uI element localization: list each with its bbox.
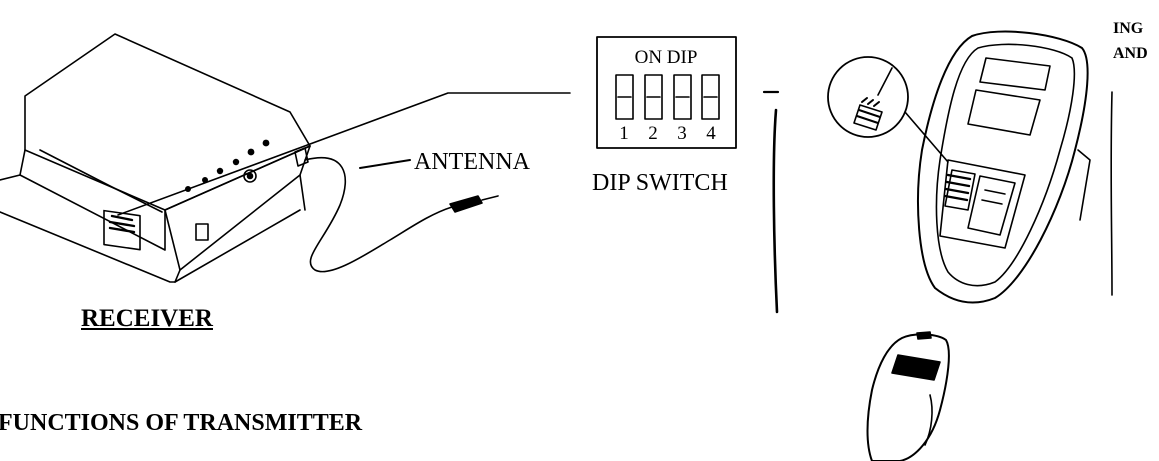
dip-position-4: 4 [706, 123, 716, 144]
antenna-label: ANTENNA [414, 149, 530, 175]
transmitter-closed-illustration [866, 331, 950, 461]
receiver-illustration [0, 33, 571, 283]
dip-header: ON DIP [635, 47, 698, 68]
receiver-label: RECEIVER [81, 305, 213, 332]
dip-switch-text: ON DIP 1 2 3 4 [619, 47, 716, 144]
transmitter-open-illustration [827, 30, 1091, 304]
divider-line [772, 108, 779, 314]
dip-switch-diagram [596, 36, 737, 149]
cropped-text-bottom: AND [1113, 45, 1148, 62]
dip-position-2: 2 [648, 123, 658, 144]
section-heading: FUNCTIONS OF TRANSMITTER [0, 410, 363, 436]
cropped-text-top: ING [1113, 20, 1144, 37]
dip-position-1: 1 [619, 123, 629, 144]
dip-switch-label: DIP SWITCH [592, 170, 728, 196]
right-edge-line [1110, 91, 1113, 296]
dip-position-3: 3 [677, 123, 687, 144]
